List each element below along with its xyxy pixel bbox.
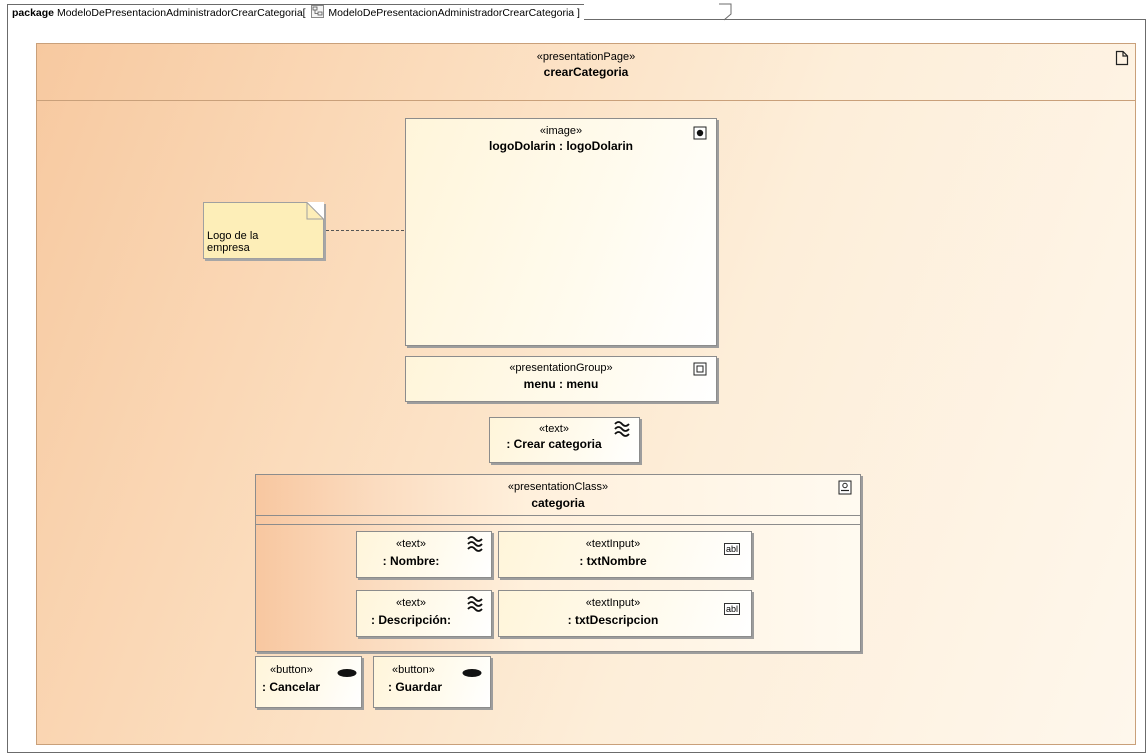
text-wave-icon <box>467 596 483 612</box>
txtdescripcion-stereotype: «textInput» <box>585 597 641 609</box>
class-separator-2 <box>255 524 861 525</box>
text-wave-icon <box>467 536 483 552</box>
class-stereotype: «presentationClass» <box>507 481 609 493</box>
text-input-icon: abl <box>724 543 741 555</box>
guardar-name: : Guardar <box>388 680 443 694</box>
page-title: crearCategoria <box>543 65 629 79</box>
nombre-label-stereotype: «text» <box>396 538 426 550</box>
nombre-label-text: : Nombre: <box>382 554 440 568</box>
cancelar-name: : Cancelar <box>262 680 321 694</box>
title-text-stereotype: «text» <box>539 423 569 435</box>
image-element[interactable] <box>405 118 717 346</box>
txtnombre-input[interactable] <box>498 531 752 578</box>
package-name: ModeloDePresentacionAdministradorCrearCa… <box>56 7 306 19</box>
image-stereotype: «image» <box>539 125 583 137</box>
diagram-name: ModeloDePresentacionAdministradorCrearCa… <box>328 7 580 19</box>
image-dot-icon <box>693 126 707 140</box>
package-keyword: package <box>12 7 55 19</box>
group-icon <box>693 362 707 376</box>
note-text: Logo de la empresa <box>207 230 259 254</box>
text-input-icon: abl <box>724 603 741 615</box>
menu-group[interactable] <box>405 356 717 402</box>
class-icon <box>838 480 852 495</box>
text-wave-icon <box>614 421 630 437</box>
nombre-label[interactable] <box>356 531 492 578</box>
diagram-icon <box>310 5 324 18</box>
txtdescripcion-name: : txtDescripcion <box>567 613 659 627</box>
note-fold-icon <box>306 202 324 220</box>
tab-corner <box>719 3 732 21</box>
comment-note[interactable]: Logo de la empresa <box>203 202 324 259</box>
txtnombre-stereotype: «textInput» <box>585 538 641 550</box>
crear-categoria-text[interactable] <box>489 417 640 463</box>
descripcion-label-text: : Descripción: <box>370 613 451 627</box>
class-name: categoria <box>531 496 585 510</box>
page-stereotype: «presentationPage» <box>536 51 636 63</box>
package-tab: package ModeloDePresentacionAdministrado… <box>7 4 584 20</box>
txtnombre-name: : txtNombre <box>579 554 647 568</box>
guardar-button[interactable] <box>373 656 491 708</box>
note-anchor-line <box>326 230 404 231</box>
title-text-name: : Crear categoria <box>506 437 602 451</box>
menu-stereotype: «presentationGroup» <box>509 362 613 374</box>
txtdescripcion-input[interactable] <box>498 590 752 637</box>
descripcion-label-stereotype: «text» <box>396 597 426 609</box>
cancelar-button[interactable] <box>255 656 362 708</box>
button-icon <box>462 669 482 677</box>
button-icon <box>337 669 357 677</box>
page-header-separator <box>36 100 1136 101</box>
document-icon <box>1115 50 1129 66</box>
menu-name: menu : menu <box>523 377 599 391</box>
cancelar-stereotype: «button» <box>270 664 313 676</box>
image-name: logoDolarin : logoDolarin <box>489 139 633 153</box>
class-separator-1 <box>255 515 861 516</box>
guardar-stereotype: «button» <box>392 664 435 676</box>
